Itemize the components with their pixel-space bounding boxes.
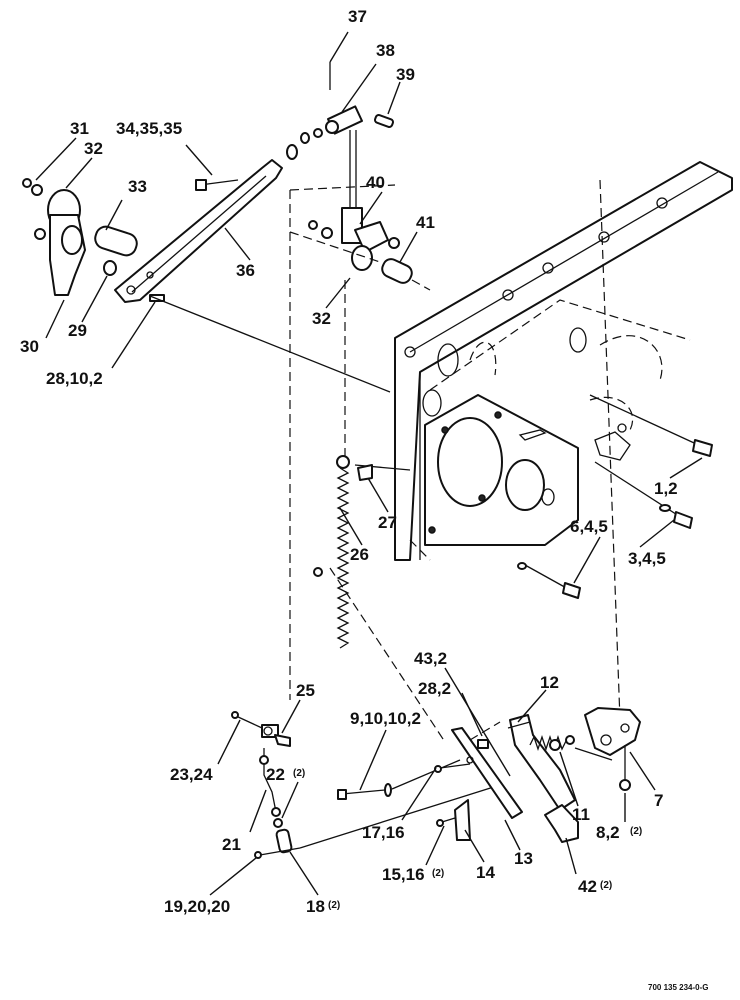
bolt-3 bbox=[594, 461, 693, 529]
clevis-25 bbox=[261, 724, 291, 747]
frame-plate bbox=[394, 161, 733, 561]
bolt-8 bbox=[619, 745, 631, 791]
bushing-41 bbox=[381, 258, 413, 284]
callout-28-2: 28,2 bbox=[418, 679, 451, 698]
callout-14: 14 bbox=[476, 863, 495, 882]
callout-3-4-5: 3,4,5 bbox=[628, 549, 666, 568]
leader-lines bbox=[35, 31, 703, 896]
nut-22 bbox=[273, 818, 283, 828]
callout-6-4-5: 6,4,5 bbox=[570, 517, 608, 536]
pin-39 bbox=[374, 114, 394, 128]
plate-14 bbox=[454, 799, 471, 841]
callout-12: 12 bbox=[540, 673, 559, 692]
callout-7: 7 bbox=[654, 791, 663, 810]
callout-38: 38 bbox=[376, 41, 395, 60]
callout-11: 11 bbox=[572, 805, 590, 824]
callout-40: 40 bbox=[366, 173, 385, 192]
bolt-1 bbox=[589, 394, 713, 457]
bracket-42 bbox=[544, 804, 579, 843]
callout-13: 13 bbox=[514, 849, 533, 868]
callout-18-qty: (2) bbox=[328, 900, 340, 911]
callout-17-16: 17,16 bbox=[362, 823, 405, 842]
bracket-7 bbox=[584, 707, 641, 756]
bolt-9 bbox=[337, 759, 461, 800]
rod-21 bbox=[259, 748, 281, 817]
callout-9-10-10-2: 9,10,10,2 bbox=[350, 709, 421, 728]
callout-25: 25 bbox=[296, 681, 315, 700]
callout-15-qty: (2) bbox=[432, 868, 444, 879]
lever-30 bbox=[22, 178, 86, 296]
pivot-bracket-40 bbox=[308, 207, 400, 271]
bracket-12 bbox=[507, 714, 576, 811]
callout-34-35-35: 34,35,35 bbox=[116, 119, 182, 138]
bolt-15 bbox=[436, 817, 456, 827]
callout-8-2: 8,2 bbox=[596, 823, 620, 842]
bolt-19 bbox=[254, 847, 301, 859]
callout-30: 30 bbox=[20, 337, 39, 356]
spring-11 bbox=[529, 734, 575, 752]
callout-33: 33 bbox=[128, 177, 147, 196]
callouts: 37 38 39 31 32 34,35,35 33 40 41 36 30 2… bbox=[20, 7, 678, 916]
callout-19-20-20: 19,20,20 bbox=[164, 897, 230, 916]
callout-41: 41 bbox=[416, 213, 435, 232]
bracket-27 bbox=[357, 464, 373, 481]
bolt-28b bbox=[477, 739, 489, 749]
callout-31: 31 bbox=[70, 119, 89, 138]
callout-39: 39 bbox=[396, 65, 415, 84]
callout-21: 21 bbox=[222, 835, 241, 854]
callout-26: 26 bbox=[350, 545, 369, 564]
callout-27: 27 bbox=[378, 513, 397, 532]
washer-29 bbox=[103, 260, 117, 276]
clevis-18 bbox=[275, 828, 293, 854]
callout-29: 29 bbox=[68, 321, 87, 340]
callout-43-2: 43,2 bbox=[414, 649, 447, 668]
spring-26 bbox=[313, 455, 350, 649]
bushing-33 bbox=[94, 225, 138, 257]
mounting-plate bbox=[424, 394, 631, 546]
callout-28-10-2: 28,10,2 bbox=[46, 369, 103, 388]
reference-number: 700 135 234-0-G bbox=[648, 983, 709, 992]
callout-37: 37 bbox=[348, 7, 367, 26]
bolt-34 bbox=[195, 179, 239, 191]
callout-32-top: 32 bbox=[84, 139, 103, 158]
bolt-23 bbox=[231, 711, 263, 729]
clevis-38 bbox=[286, 105, 363, 160]
bolt-6 bbox=[517, 562, 581, 599]
callout-15-16: 15,16 bbox=[382, 865, 425, 884]
callout-22-qty: (2) bbox=[293, 768, 305, 779]
callout-18: 18 bbox=[306, 897, 325, 916]
callout-42: 42 bbox=[578, 877, 597, 896]
callout-8-qty: (2) bbox=[630, 826, 642, 837]
bolt-17 bbox=[434, 763, 471, 773]
callout-23-24: 23,24 bbox=[170, 765, 213, 784]
callout-1-2: 1,2 bbox=[654, 479, 678, 498]
callout-22: 22 bbox=[266, 765, 285, 784]
callout-36: 36 bbox=[236, 261, 255, 280]
callout-32-right: 32 bbox=[312, 309, 331, 328]
bar-36 bbox=[114, 159, 283, 303]
plate-13 bbox=[451, 727, 523, 819]
callout-42-qty: (2) bbox=[600, 880, 612, 891]
bolt-28 bbox=[149, 294, 165, 302]
